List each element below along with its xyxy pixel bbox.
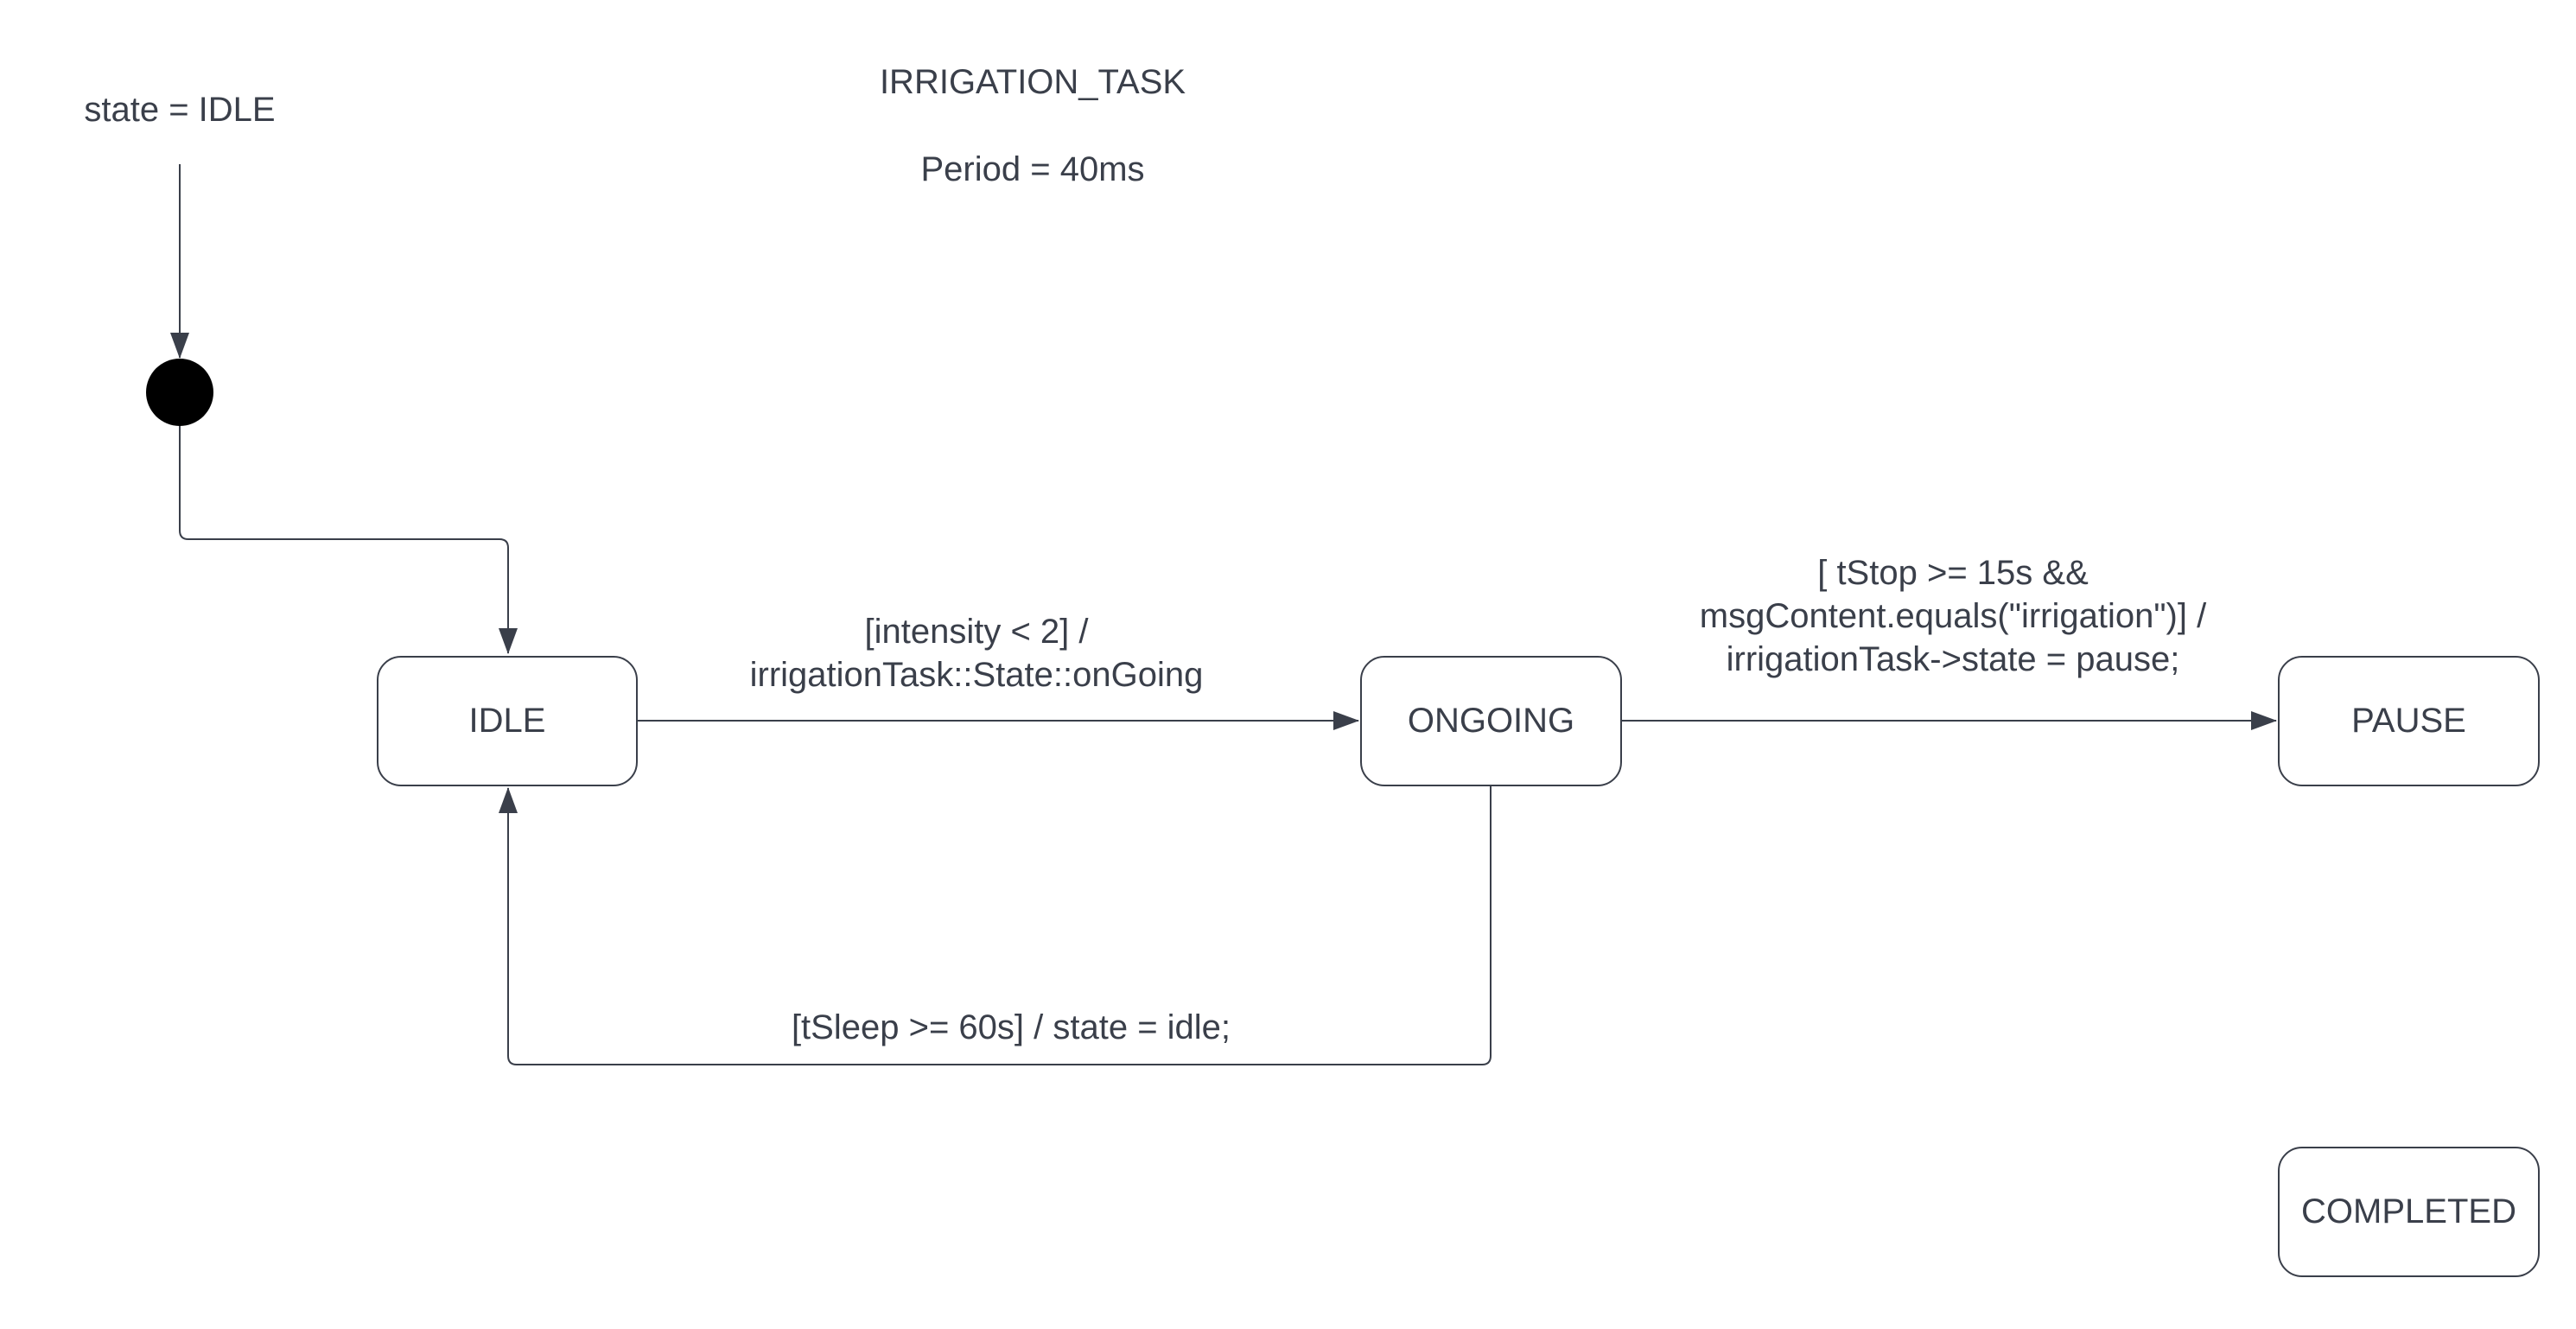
transition-guard-line-1: [ tStop >= 15s && — [1817, 554, 2089, 592]
transition-guard-action: [tSleep >= 60s] / state = idle; — [791, 1008, 1231, 1046]
transition-guard: [intensity < 2] / — [864, 613, 1089, 651]
transition-label-ongoing-to-idle: [tSleep >= 60s] / state = idle; — [709, 1006, 1313, 1049]
transition-guard-line-2: msgContent.equals("irrigation")] / — [1699, 597, 2207, 635]
transition-action: irrigationTask::State::onGoing — [749, 656, 1204, 694]
state-completed: COMPLETED — [2278, 1147, 2540, 1277]
diagram-title: IRRIGATION_TASK — [879, 63, 1186, 101]
transition-label-ongoing-to-pause: [ tStop >= 15s && msgContent.equals("irr… — [1625, 551, 2281, 681]
period-label: Period = 40ms — [920, 150, 1145, 188]
transition-label-idle-to-ongoing: [intensity < 2] / irrigationTask::State:… — [691, 610, 1262, 696]
initial-to-idle-arrow — [179, 425, 518, 654]
initial-state-note: state = IDLE — [84, 91, 276, 129]
transition-action: irrigationTask->state = pause; — [1726, 640, 2180, 678]
state-idle: IDLE — [377, 656, 638, 786]
state-pause: PAUSE — [2278, 656, 2540, 786]
ongoing-to-idle-arrow — [499, 786, 1492, 1065]
state-ongoing: ONGOING — [1360, 656, 1622, 786]
initial-node — [146, 359, 213, 426]
